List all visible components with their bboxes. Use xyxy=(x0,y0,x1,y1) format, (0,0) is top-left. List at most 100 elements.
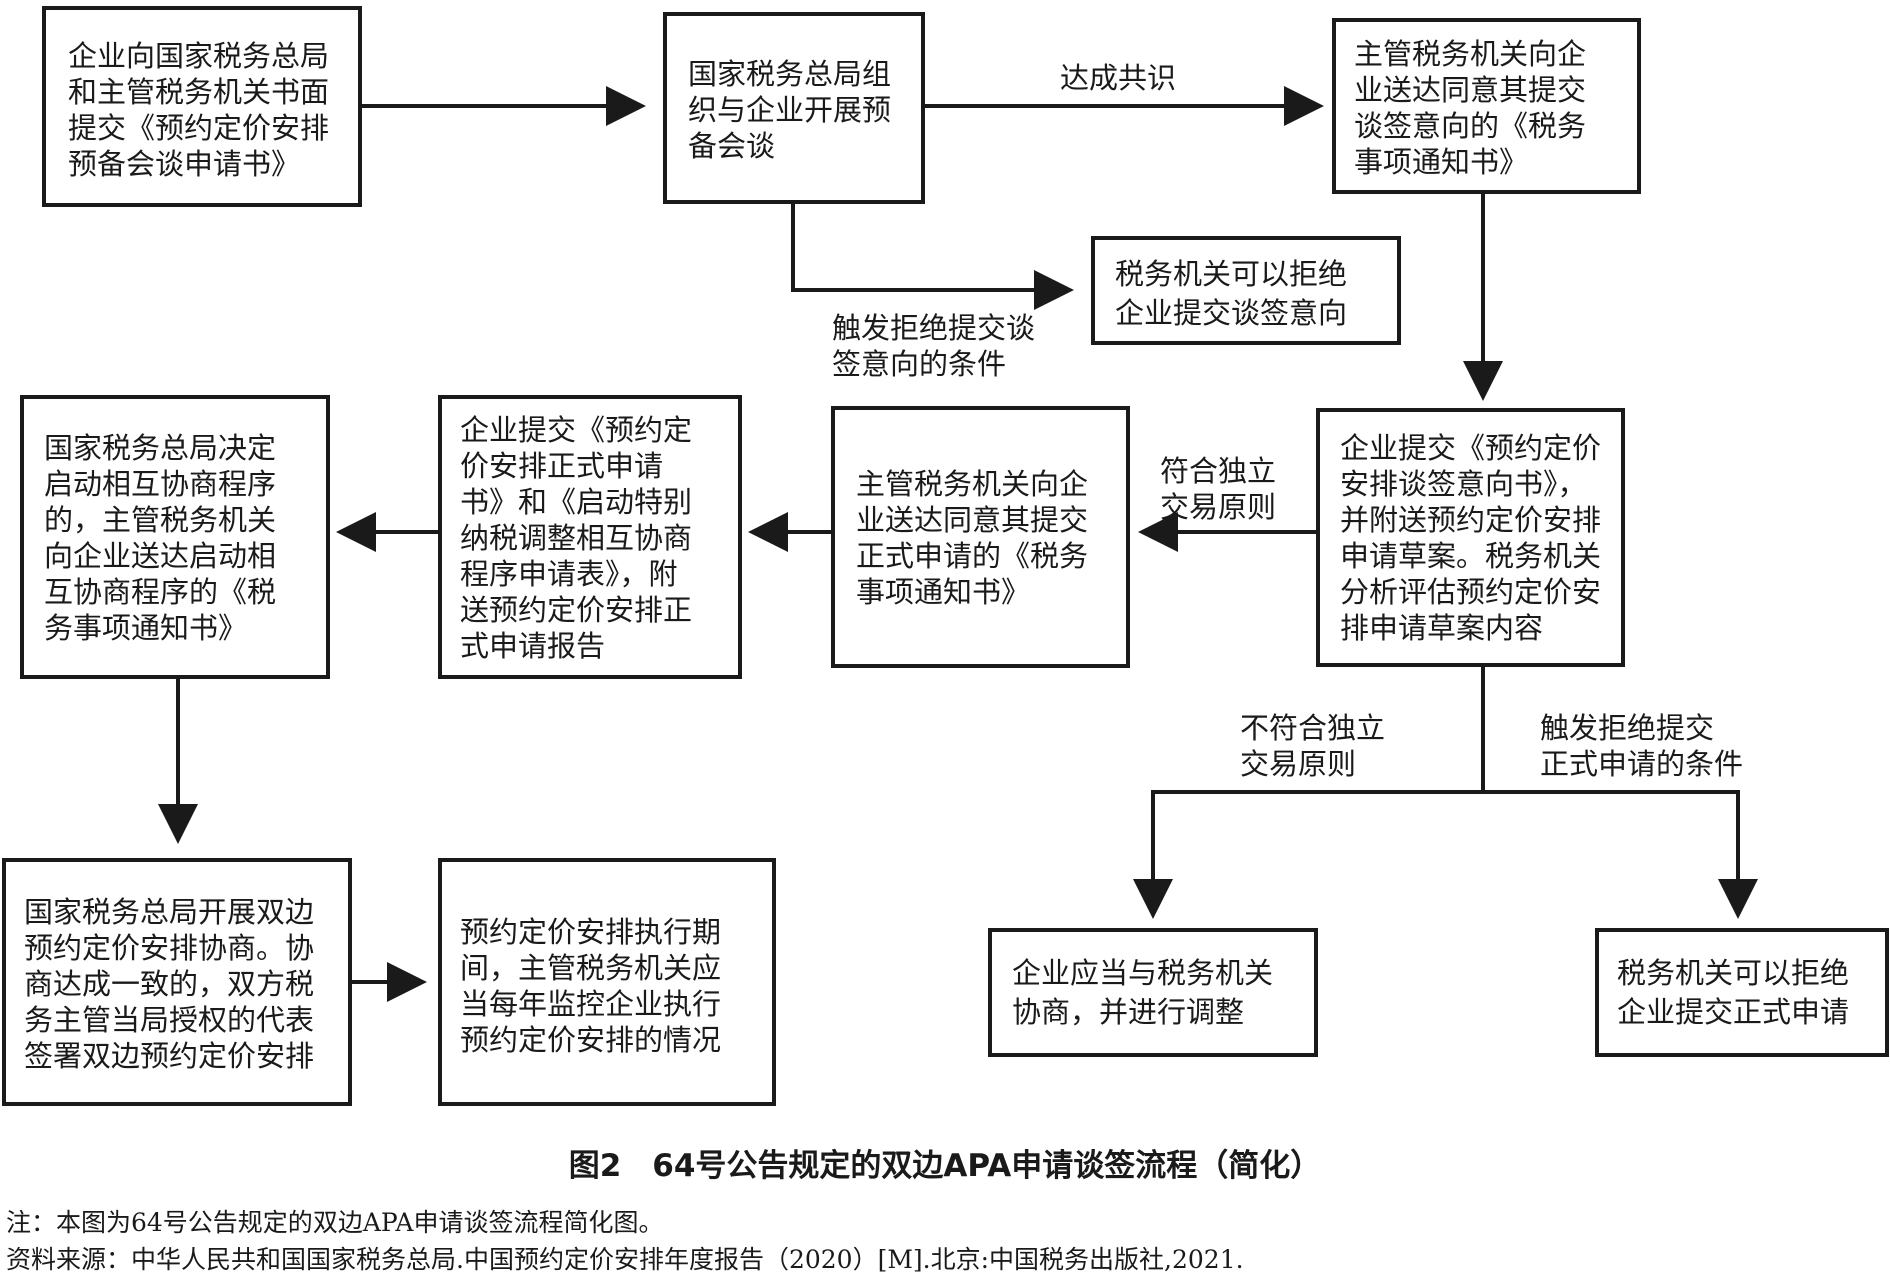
node-submit-intent-text: 企业提交《预约定价安排谈签意向书》，并附送预约定价安排申请草案。税务机关分析评估… xyxy=(1340,431,1601,645)
label-arm-length-no-line-2: 交易原则 xyxy=(1240,747,1356,781)
node-apply-premeeting-text-line-1: 企业向国家税务总局 xyxy=(68,39,329,73)
node-reject-intent-rect xyxy=(1091,236,1401,345)
node-submit-formal-text-line-2: 价安排正式申请 xyxy=(460,449,663,483)
node-notice-formal-rect xyxy=(831,406,1130,668)
node-reject-formal: 税务机关可以拒绝企业提交正式申请 xyxy=(1595,928,1889,1057)
node-bilateral-negotiation-text-line-1: 国家税务总局开展双边 xyxy=(24,895,314,929)
node-notice-formal: 主管税务机关向企业送达同意其提交正式申请的《税务事项通知书》 xyxy=(831,406,1130,668)
node-adjust-rect xyxy=(988,928,1318,1057)
node-submit-formal-text-line-7: 式申请报告 xyxy=(460,629,605,663)
node-submit-formal-text-line-1: 企业提交《预约定 xyxy=(460,413,692,447)
node-reject-intent-text-line-1: 税务机关可以拒绝 xyxy=(1115,257,1347,291)
node-submit-intent-text-line-4: 申请草案。税务机关 xyxy=(1340,539,1601,573)
node-submit-formal-text-line-4: 纳税调整相互协商 xyxy=(460,521,692,555)
node-monitoring-text-line-2: 间，主管税务机关应 xyxy=(460,951,721,985)
label-reject-intent-condition: 触发拒绝提交谈签意向的条件 xyxy=(832,311,1035,381)
label-reject-formal-condition-line-2: 正式申请的条件 xyxy=(1540,747,1743,781)
node-submit-formal-rect xyxy=(438,395,742,679)
label-arm-length-yes-line-1: 符合独立 xyxy=(1160,454,1276,488)
node-notice-formal-text-line-2: 业送达同意其提交 xyxy=(856,503,1088,537)
node-start-map: 国家税务总局决定启动相互协商程序的，主管税务机关向企业送达启动相互协商程序的《税… xyxy=(20,395,330,679)
node-submit-intent-text-line-5: 分析评估预约定价安 xyxy=(1340,575,1601,609)
node-monitoring-text: 预约定价安排执行期间，主管税务机关应当每年监控企业执行预约定价安排的情况 xyxy=(460,915,721,1057)
node-apply-premeeting-text-line-4: 预备会谈申请书》 xyxy=(68,147,300,181)
edge-n2-n4 xyxy=(791,202,1074,310)
node-submit-formal-text-line-6: 送预约定价安排正 xyxy=(460,593,692,627)
node-submit-intent-text-line-6: 排申请草案内容 xyxy=(1340,611,1543,645)
node-apply-premeeting: 企业向国家税务总局和主管税务机关书面提交《预约定价安排预备会谈申请书》 xyxy=(42,6,362,207)
node-submit-intent-text-line-3: 并附送预约定价安排 xyxy=(1340,503,1601,537)
node-premeeting-text: 国家税务总局组织与企业开展预备会谈 xyxy=(688,57,891,163)
node-reject-formal-text: 税务机关可以拒绝企业提交正式申请 xyxy=(1617,956,1849,1029)
node-monitoring-rect xyxy=(438,858,776,1106)
node-premeeting-text-line-2: 织与企业开展预 xyxy=(688,93,891,127)
label-reject-formal-condition-line-1: 触发拒绝提交 xyxy=(1540,711,1714,745)
node-notice-intent-rect xyxy=(1332,18,1641,194)
label-reject-intent-condition-line-1: 触发拒绝提交谈 xyxy=(832,311,1035,345)
node-bilateral-negotiation-text-line-3: 商达成一致的，双方税 xyxy=(24,967,314,1001)
node-bilateral-negotiation-text-line-4: 务主管当局授权的代表 xyxy=(24,1003,314,1037)
node-monitoring-text-line-1: 预约定价安排执行期 xyxy=(460,915,721,949)
node-premeeting: 国家税务总局组织与企业开展预备会谈 xyxy=(663,12,925,204)
node-reject-formal-text-line-2: 企业提交正式申请 xyxy=(1617,995,1849,1029)
node-reject-intent-text: 税务机关可以拒绝企业提交谈签意向 xyxy=(1115,257,1347,330)
node-apply-premeeting-text: 企业向国家税务总局和主管税务机关书面提交《预约定价安排预备会谈申请书》 xyxy=(68,39,329,181)
node-apply-premeeting-rect xyxy=(42,6,362,207)
node-notice-intent-text-line-2: 业送达同意其提交 xyxy=(1354,73,1586,107)
node-start-map-text-line-2: 启动相互协商程序 xyxy=(44,467,276,501)
flowchart: 企业向国家税务总局和主管税务机关书面提交《预约定价安排预备会谈申请书》 国家税务… xyxy=(2,6,1889,1106)
label-arm-length-no: 不符合独立交易原则 xyxy=(1240,711,1385,781)
node-adjust-text: 企业应当与税务机关协商，并进行调整 xyxy=(1012,956,1273,1029)
label-arm-length-yes: 符合独立交易原则 xyxy=(1160,454,1276,524)
node-start-map-text: 国家税务总局决定启动相互协商程序的，主管税务机关向企业送达启动相互协商程序的《税… xyxy=(44,431,276,645)
label-arm-length-yes-line-2: 交易原则 xyxy=(1160,490,1276,524)
node-apply-premeeting-text-line-3: 提交《预约定价安排 xyxy=(68,111,329,145)
node-submit-formal-text-line-5: 程序申请表》，附 xyxy=(460,557,678,591)
node-bilateral-negotiation-text: 国家税务总局开展双边预约定价安排协商。协商达成一致的，双方税务主管当局授权的代表… xyxy=(24,895,314,1073)
node-submit-formal-text: 企业提交《预约定价安排正式申请书》和《启动特别纳税调整相互协商程序申请表》，附送… xyxy=(460,413,692,663)
node-start-map-rect xyxy=(20,395,330,679)
figure-source: 资料来源：中华人民共和国国家税务总局.中国预约定价安排年度报告（2020）[M]… xyxy=(6,1245,1244,1274)
node-monitoring-text-line-4: 预约定价安排的情况 xyxy=(460,1023,721,1057)
label-arm-length-no-line-1: 不符合独立 xyxy=(1240,711,1385,745)
figure-note: 注：本图为64号公告规定的双边APA申请谈签流程简化图。 xyxy=(6,1208,664,1237)
figure-title: 图2 64号公告规定的双边APA申请谈签流程（简化） xyxy=(568,1148,1322,1184)
label-consensus-line-1: 达成共识 xyxy=(1060,61,1176,95)
node-notice-intent-text-line-4: 事项通知书》 xyxy=(1354,145,1528,179)
node-start-map-text-line-5: 互协商程序的《税 xyxy=(44,575,276,609)
label-consensus: 达成共识 xyxy=(1060,61,1176,95)
node-monitoring-text-line-3: 当每年监控企业执行 xyxy=(460,987,721,1021)
node-submit-intent: 企业提交《预约定价安排谈签意向书》，并附送预约定价安排申请草案。税务机关分析评估… xyxy=(1316,408,1625,667)
node-start-map-text-line-1: 国家税务总局决定 xyxy=(44,431,276,465)
node-reject-formal-rect xyxy=(1595,928,1889,1057)
node-notice-intent-text-line-3: 谈签意向的《税务 xyxy=(1354,109,1586,143)
label-reject-formal-condition: 触发拒绝提交正式申请的条件 xyxy=(1540,711,1743,781)
node-reject-intent-text-line-2: 企业提交谈签意向 xyxy=(1115,296,1347,330)
node-notice-formal-text-line-4: 事项通知书》 xyxy=(856,575,1030,609)
node-adjust-text-line-2: 协商，并进行调整 xyxy=(1012,995,1244,1029)
node-submit-intent-rect xyxy=(1316,408,1625,667)
node-reject-intent: 税务机关可以拒绝企业提交谈签意向 xyxy=(1091,236,1401,345)
node-start-map-text-line-6: 务事项通知书》 xyxy=(44,611,247,645)
node-premeeting-rect xyxy=(663,12,925,204)
node-submit-formal-text-line-3: 书》和《启动特别 xyxy=(460,485,692,519)
node-start-map-text-line-3: 的，主管税务机关 xyxy=(44,503,276,537)
node-submit-intent-text-line-1: 企业提交《预约定价 xyxy=(1340,431,1601,465)
node-notice-formal-text: 主管税务机关向企业送达同意其提交正式申请的《税务事项通知书》 xyxy=(856,467,1088,609)
label-reject-intent-condition-line-2: 签意向的条件 xyxy=(832,347,1006,381)
node-notice-formal-text-line-1: 主管税务机关向企 xyxy=(856,467,1088,501)
node-premeeting-text-line-1: 国家税务总局组 xyxy=(688,57,891,91)
node-bilateral-negotiation-rect xyxy=(2,858,352,1106)
node-bilateral-negotiation: 国家税务总局开展双边预约定价安排协商。协商达成一致的，双方税务主管当局授权的代表… xyxy=(2,858,352,1106)
node-notice-intent-text: 主管税务机关向企业送达同意其提交谈签意向的《税务事项通知书》 xyxy=(1354,37,1586,179)
node-premeeting-text-line-3: 备会谈 xyxy=(688,129,775,163)
node-bilateral-negotiation-text-line-5: 签署双边预约定价安排 xyxy=(24,1039,314,1073)
node-apply-premeeting-text-line-2: 和主管税务机关书面 xyxy=(68,75,329,109)
edge-split-n12 xyxy=(1483,790,1758,919)
node-submit-formal: 企业提交《预约定价安排正式申请书》和《启动特别纳税调整相互协商程序申请表》，附送… xyxy=(438,395,742,679)
node-adjust: 企业应当与税务机关协商，并进行调整 xyxy=(988,928,1318,1057)
node-bilateral-negotiation-text-line-2: 预约定价安排协商。协 xyxy=(24,931,314,965)
edge-split-n11 xyxy=(1133,790,1483,919)
node-submit-intent-text-line-2: 安排谈签意向书》， xyxy=(1340,467,1587,501)
node-adjust-text-line-1: 企业应当与税务机关 xyxy=(1012,956,1273,990)
